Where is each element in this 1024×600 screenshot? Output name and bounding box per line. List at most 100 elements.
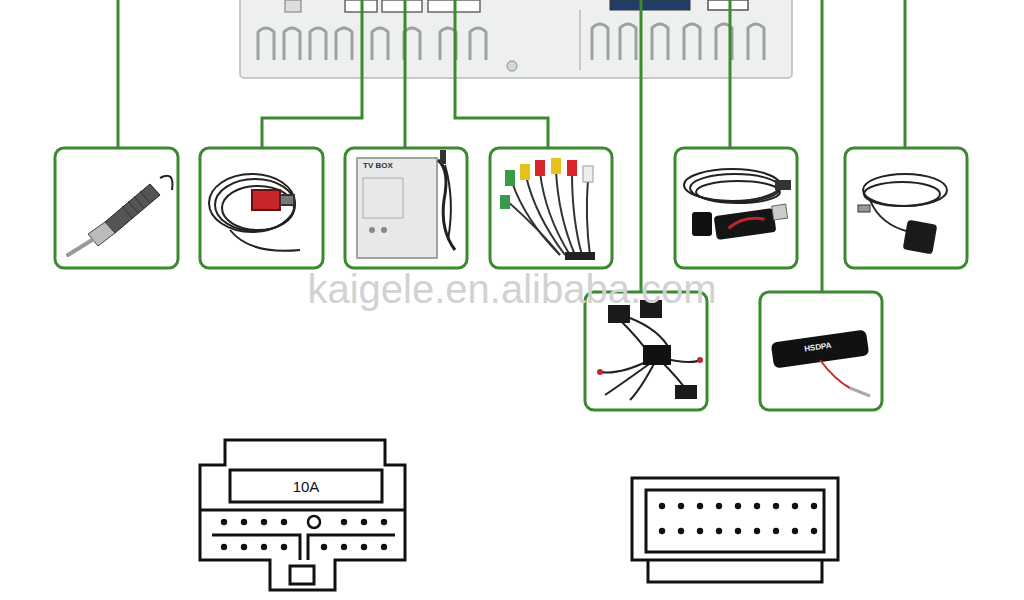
accessory-frames-part	[345, 148, 467, 268]
head-unit-panel-part-part	[284, 28, 300, 60]
hsdpa-dongle-part	[820, 360, 850, 388]
camera-cable-part	[230, 230, 300, 251]
power-connector-part	[200, 440, 405, 590]
power-connector-part-part	[261, 544, 267, 550]
power-connector-part-part	[281, 519, 287, 525]
head-unit-panel-part-part	[336, 28, 352, 60]
product-marking: HSDPA	[803, 342, 833, 355]
wiring-harness	[597, 300, 703, 400]
head-unit-panel-part	[258, 24, 764, 60]
speaker-connector-part	[632, 478, 838, 560]
head-unit-panel-part-part	[372, 28, 388, 60]
tv-box-part	[445, 165, 451, 240]
leader-lines-part	[640, 0, 643, 292]
power-connector-part	[230, 470, 382, 502]
connector-rating: 10A	[292, 479, 321, 496]
head-unit-panel-part-part	[748, 24, 764, 60]
antenna-adapter-part	[88, 222, 115, 246]
power-connector-part-part	[341, 544, 347, 550]
power-connector-part-part	[241, 544, 247, 550]
power-connector-part	[308, 516, 320, 528]
wiring-harness-part-part	[600, 360, 650, 373]
power-connector-part	[308, 535, 395, 560]
tv-box	[357, 150, 455, 258]
head-unit-panel-part-part	[684, 24, 700, 60]
wiring-harness-part-part	[605, 362, 652, 395]
power-connector-part-part	[361, 544, 367, 550]
wiring-harness-part	[643, 345, 671, 365]
speaker-connector-part-part	[735, 503, 741, 509]
hsdpa-dongle-part	[771, 329, 870, 368]
rca-harness-part-part	[512, 182, 560, 255]
leader-lines-part	[455, 0, 548, 148]
power-connector-part-part	[381, 544, 387, 550]
tv-box-part	[440, 150, 446, 164]
gps-antenna-part-part	[863, 174, 947, 206]
speaker-connector	[632, 478, 838, 582]
rca-harness-part-part	[506, 200, 560, 255]
gps-antenna-part	[903, 220, 938, 255]
usb-cable-part	[684, 169, 780, 203]
rca-harness-part	[565, 252, 595, 260]
rca-harness-part	[535, 160, 545, 176]
camera-cable-part	[280, 195, 294, 205]
rca-harness-part	[567, 160, 577, 176]
camera-cable-part	[209, 174, 295, 232]
watermark: kaigele.en.alibaba.com	[306, 267, 717, 311]
power-connector-part	[200, 509, 405, 512]
antenna-adapter-part	[105, 184, 160, 233]
leader-lines-part	[262, 0, 362, 148]
leader-lines	[118, 0, 905, 292]
usb-cable-part	[772, 204, 788, 220]
wiring-harness-part	[675, 385, 697, 399]
tv-box-part	[357, 158, 437, 258]
leader-lines-part	[904, 0, 907, 148]
speaker-connector-part-part	[697, 528, 703, 534]
head-unit-panel-part	[708, 0, 748, 10]
antenna-adapter-part-part	[134, 196, 144, 208]
power-connector-part-part	[341, 519, 347, 525]
accessory-frames-part	[200, 148, 323, 268]
gps-antenna-part-part	[864, 182, 940, 206]
speaker-connector-part-part	[716, 503, 722, 509]
product-marking: TV BOX	[362, 162, 394, 171]
power-connector-part-part	[281, 544, 287, 550]
power-connector-part-part	[221, 519, 227, 525]
rca-harness-part-part	[526, 176, 565, 255]
gps-antenna-part-part	[870, 200, 910, 232]
usb-cable-part	[728, 217, 766, 229]
usb-cable-part-part	[684, 169, 780, 201]
antenna-adapter-part	[122, 191, 150, 218]
rca-harness-part	[583, 166, 593, 182]
accessory-frames-part	[55, 148, 178, 268]
head-unit-panel-part	[240, 0, 792, 78]
tv-box-part	[381, 227, 387, 233]
power-connector-part-part	[241, 519, 247, 525]
speaker-connector-part-part	[811, 528, 817, 534]
camera-cable-part	[252, 190, 280, 210]
speaker-connector-part-part	[735, 528, 741, 534]
speaker-connector-part-part	[659, 528, 665, 534]
rca-harness-part	[551, 158, 561, 174]
head-unit-panel-part	[382, 0, 422, 12]
head-unit-panel-part-part	[470, 28, 486, 60]
tv-box-part	[438, 160, 455, 250]
leader-lines-part	[729, 0, 732, 148]
rca-harness-part-part	[540, 172, 570, 255]
antenna-adapter-part-part	[140, 191, 150, 203]
rca-harness-part	[506, 170, 590, 255]
leader-lines-part	[404, 0, 407, 148]
speaker-connector-part-part	[811, 503, 817, 509]
power-connector-part-part	[381, 519, 387, 525]
speaker-connector-part-part	[773, 503, 779, 509]
head-unit-panel	[240, 0, 792, 78]
speaker-connector-part-part	[792, 528, 798, 534]
leader-lines-part	[117, 0, 120, 148]
accessory-frames-part	[760, 292, 882, 410]
antenna-adapter-part	[68, 240, 92, 255]
antenna-adapter	[68, 176, 173, 255]
accessory-frames-part	[675, 148, 797, 268]
head-unit-panel-part-part	[620, 24, 636, 60]
head-unit-panel-part	[507, 61, 517, 71]
power-connector	[200, 440, 405, 590]
